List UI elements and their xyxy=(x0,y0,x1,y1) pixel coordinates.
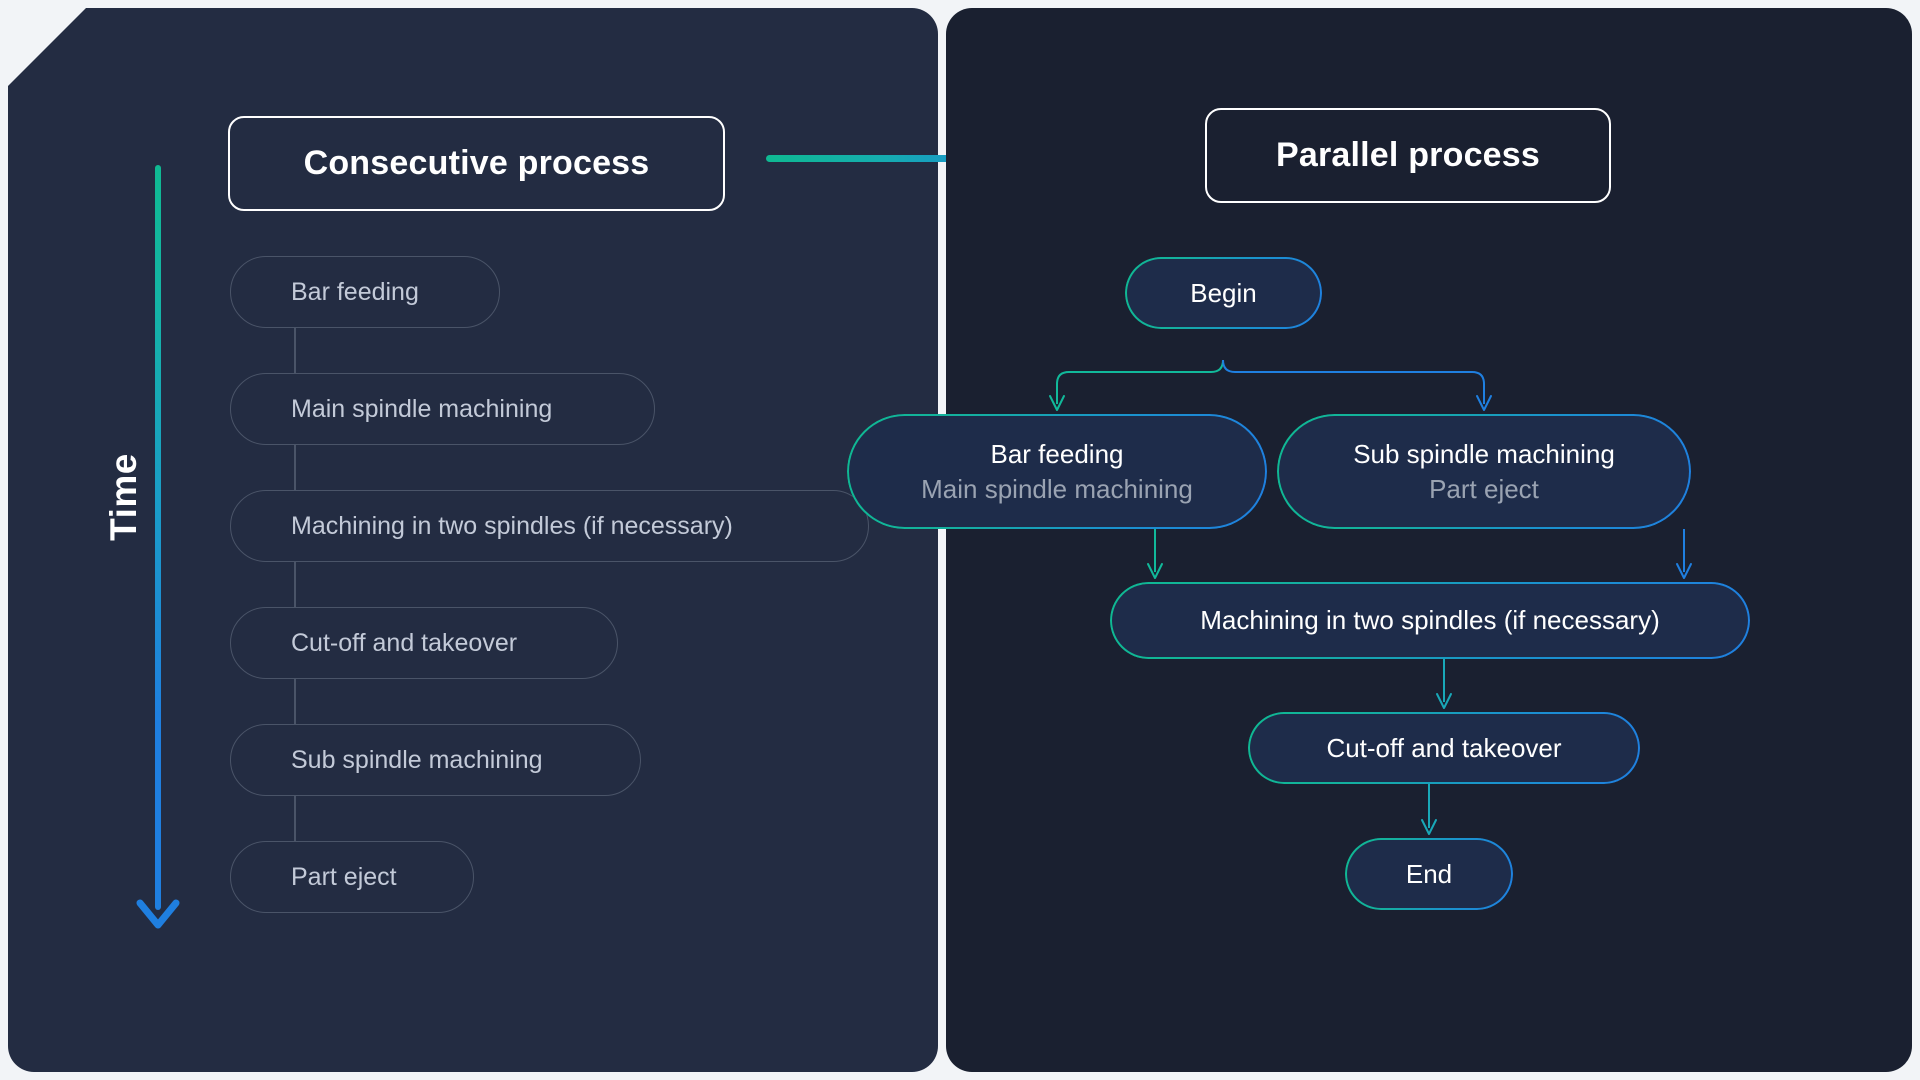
node-label-secondary: Main spindle machining xyxy=(921,473,1193,504)
node-end[interactable]: End xyxy=(1345,838,1513,910)
node-label-secondary: Part eject xyxy=(1429,473,1539,504)
list-item[interactable]: Main spindle machining xyxy=(230,373,655,445)
parallel-process-header: Parallel process xyxy=(1205,108,1611,203)
node-border xyxy=(1277,414,1691,529)
node-label: Machining in two spindles (if necessary) xyxy=(1200,605,1660,635)
node-bar-feeding[interactable]: Bar feeding Main spindle machining xyxy=(847,414,1267,529)
list-item[interactable]: Machining in two spindles (if necessary) xyxy=(230,490,869,562)
node-machining-two-spindles[interactable]: Machining in two spindles (if necessary) xyxy=(1110,582,1750,659)
step-connector xyxy=(294,328,296,373)
node-begin[interactable]: Begin xyxy=(1125,257,1322,329)
consecutive-process-panel: Consecutive process Time Bar feeding Mai… xyxy=(8,8,938,1072)
list-item[interactable]: Bar feeding xyxy=(230,256,500,328)
step-connector xyxy=(294,562,296,607)
node-label: End xyxy=(1405,858,1453,889)
list-item[interactable]: Sub spindle machining xyxy=(230,724,641,796)
consecutive-process-header: Consecutive process xyxy=(228,116,725,211)
time-axis-line xyxy=(155,165,161,910)
consecutive-steps-list: Bar feeding Main spindle machining Machi… xyxy=(230,256,910,956)
node-label: Begin xyxy=(1190,277,1257,308)
node-sub-spindle-machining[interactable]: Sub spindle machining Part eject xyxy=(1277,414,1691,529)
list-item[interactable]: Cut-off and takeover xyxy=(230,607,618,679)
node-cutoff-takeover[interactable]: Cut-off and takeover xyxy=(1248,712,1640,784)
time-arrow-down-icon xyxy=(136,899,180,929)
step-connector xyxy=(294,796,296,841)
node-label-primary: Sub spindle machining xyxy=(1353,438,1615,469)
list-item[interactable]: Part eject xyxy=(230,841,474,913)
step-connector xyxy=(294,679,296,724)
node-label-primary: Bar feeding xyxy=(990,438,1124,469)
node-label: Cut-off and takeover xyxy=(1326,732,1562,763)
node-border xyxy=(847,414,1267,529)
step-connector xyxy=(294,445,296,490)
time-axis: Time xyxy=(103,158,248,958)
